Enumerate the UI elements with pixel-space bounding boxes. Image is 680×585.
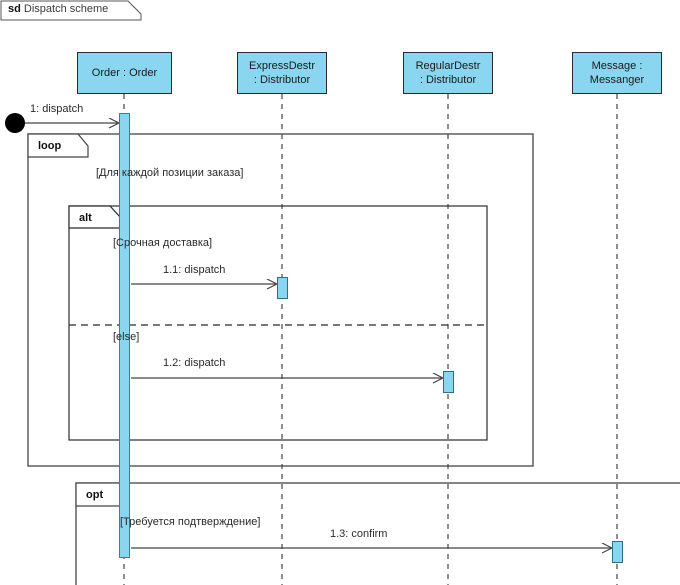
lifeline-head-regulardestr-line2: : Distributor xyxy=(419,74,477,86)
lifeline-head-order-line1: Order : Order xyxy=(91,67,158,79)
lifeline-head-messenger-line1: Message : xyxy=(591,60,643,72)
diagram-kind-label: sd xyxy=(8,3,21,15)
diagram-frame-title: sd Dispatch scheme xyxy=(8,2,108,16)
lifeline-head-messenger[interactable]: Message : Messanger xyxy=(572,52,662,94)
fragment-alt xyxy=(68,205,488,441)
message-label-1-2: 1.2: dispatch xyxy=(163,357,226,369)
diagram-frame-header xyxy=(0,0,142,21)
lifeline-head-expressdestr-line1: ExpressDestr xyxy=(248,60,316,72)
lifeline-head-expressdestr-line2: : Distributor xyxy=(253,74,311,86)
fragment-opt-guard: [Требуется подтверждение] xyxy=(120,516,261,528)
activation-bar-messenger[interactable] xyxy=(612,541,623,563)
message-label-1-1: 1.1: dispatch xyxy=(163,264,226,276)
activation-bar-order[interactable] xyxy=(119,113,130,558)
fragment-alt-operator-label: alt xyxy=(79,212,92,224)
lifeline-head-messenger-line2: Messanger xyxy=(589,74,645,86)
fragment-loop-operator-box xyxy=(27,133,89,158)
activation-bar-expressdestr[interactable] xyxy=(277,277,288,299)
found-message-start-icon xyxy=(5,113,25,133)
fragment-alt-guard-else: [else] xyxy=(113,331,140,343)
lifeline-head-regulardestr-line1: RegularDestr xyxy=(415,60,481,72)
lifeline-head-order[interactable]: Order : Order xyxy=(77,52,172,94)
fragment-loop-guard: [Для каждой позиции заказа] xyxy=(96,167,244,179)
diagram-title-text: Dispatch scheme xyxy=(23,3,109,15)
fragment-loop xyxy=(27,133,534,467)
message-arrows xyxy=(22,123,611,548)
lifeline-head-regulardestr[interactable]: RegularDestr : Distributor xyxy=(403,52,493,94)
message-label-1: 1: dispatch xyxy=(30,103,84,115)
fragment-opt-operator-label: opt xyxy=(86,489,104,501)
fragment-alt-guard-1: [Срочная доставка] xyxy=(113,237,213,249)
activation-bar-regulardestr[interactable] xyxy=(443,371,454,393)
message-label-1-3: 1.3: confirm xyxy=(330,528,388,540)
lifeline-head-expressdestr[interactable]: ExpressDestr : Distributor xyxy=(237,52,327,94)
fragment-loop-operator-label: loop xyxy=(38,140,62,152)
